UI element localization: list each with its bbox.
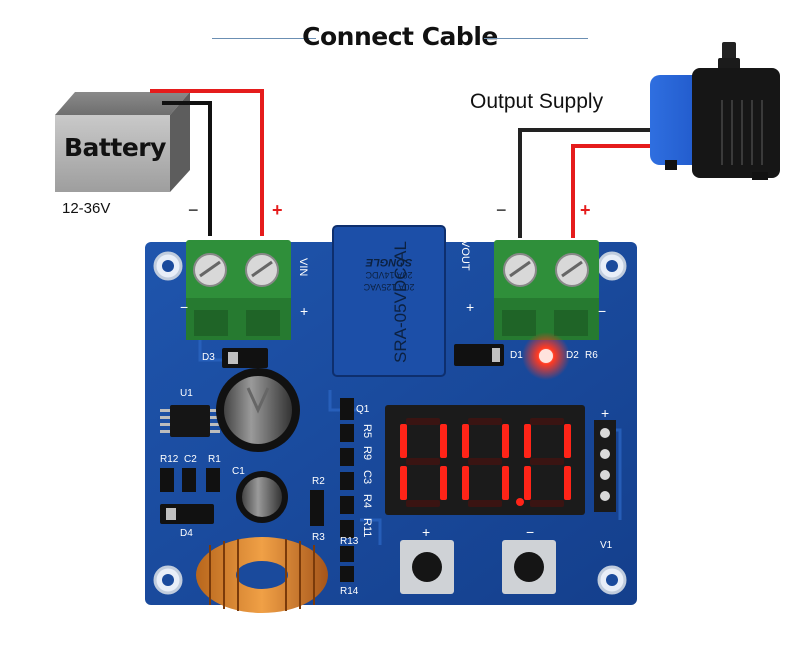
header-pins — [594, 420, 616, 512]
digit-3-segment-e — [524, 466, 531, 500]
input-terminal-block — [186, 240, 291, 340]
svg-text:−: − — [526, 524, 534, 540]
relay-brand: SONGLE — [365, 256, 413, 268]
relay-rating-1: 20A 14VDC — [365, 270, 413, 280]
digit-1-segment-a — [406, 418, 440, 425]
silkscreen-v1: V1 — [600, 540, 613, 551]
push-button-right[interactable] — [502, 540, 556, 594]
silkscreen-c3: C3 — [361, 470, 373, 484]
silkscreen-r1: R1 — [208, 454, 221, 465]
digit-1-segment-e — [400, 466, 407, 500]
digit-1-segment-c — [440, 466, 447, 500]
diode-d4 — [160, 504, 214, 524]
svg-text:+: + — [422, 524, 430, 540]
silkscreen-r12: R12 — [160, 454, 179, 465]
digit-2-segment-g — [468, 458, 502, 465]
digit-1-segment-g — [406, 458, 440, 465]
svg-text:+: + — [300, 303, 308, 319]
output-wires — [518, 128, 660, 238]
title-rule-left — [212, 38, 316, 39]
board-polarity-marks: − + + − + − + — [180, 299, 609, 540]
silkscreen-r13: R13 — [340, 536, 359, 547]
digit-3-segment-c — [564, 466, 571, 500]
digit-1-segment-d — [406, 500, 440, 507]
silkscreen-r4: R4 — [361, 494, 373, 508]
digit-2-segment-f — [462, 424, 469, 458]
seven-segment-display — [385, 405, 585, 515]
digit-2-segment-a — [468, 418, 502, 425]
page-title: Connect Cable — [302, 22, 498, 51]
silkscreen-c1: C1 — [232, 466, 245, 477]
digit-2-segment-e — [462, 466, 469, 500]
smd-components — [160, 398, 354, 582]
silkscreen-d3: D3 — [202, 352, 215, 363]
relay-model: SRA-05VDC-AL — [391, 241, 410, 363]
silkscreen-u1: U1 — [180, 388, 193, 399]
silkscreen-r3: R3 — [312, 532, 325, 543]
chip-u1 — [160, 405, 220, 437]
relay-rating-2: 20A 125VAC — [363, 282, 415, 292]
silkscreen-d2: D2 — [566, 350, 579, 361]
digit-3-segment-f — [524, 424, 531, 458]
digit-3-segment-b — [564, 424, 571, 458]
capacitor-large — [216, 368, 300, 452]
battery-label: Battery — [64, 133, 166, 162]
svg-text:−: − — [598, 303, 606, 319]
battery-plus-label: + — [272, 200, 283, 220]
svg-text:+: + — [466, 299, 474, 315]
push-button-left[interactable] — [400, 540, 454, 594]
silkscreen-r11: R11 — [361, 518, 373, 537]
digit-2-segment-d — [468, 500, 502, 507]
relay — [332, 225, 446, 377]
battery-voltage: 12-36V — [62, 200, 111, 217]
silkscreen-r2: R2 — [312, 476, 325, 487]
silkscreen-c2: C2 — [184, 454, 197, 465]
silkscreen-r14: R14 — [340, 586, 359, 597]
inductor-coil — [196, 537, 328, 613]
battery-minus-label: − — [188, 200, 199, 220]
output-plus-label: + — [580, 200, 591, 220]
silkscreen-d1: D1 — [510, 350, 523, 361]
svg-text:+: + — [601, 405, 609, 421]
title-banner: Connect Cable — [212, 20, 588, 56]
digit-2-segment-c — [502, 466, 509, 500]
digit-3-segment-g — [530, 458, 564, 465]
battery — [55, 92, 190, 192]
title-rule-right — [484, 38, 588, 39]
silkscreen-rotated: VIN VOUT R5 R9 C3 R4 R11 — [297, 240, 471, 537]
silkscreen-r5: R5 — [361, 424, 373, 438]
digit-1-segment-b — [440, 424, 447, 458]
output-minus-label: − — [496, 200, 507, 220]
digit-3-segment-d — [530, 500, 564, 507]
water-pump — [650, 42, 780, 180]
output-terminal-block — [494, 240, 599, 340]
silkscreen-d4: D4 — [180, 528, 193, 539]
output-supply-label: Output Supply — [470, 90, 604, 113]
relay-label: SONGLE 20A 14VDC 20A 125VAC — [333, 226, 445, 376]
digit-2-segment-b — [502, 424, 509, 458]
svg-text:−: − — [180, 299, 188, 315]
silkscreen-q1: Q1 — [356, 404, 370, 415]
silkscreen-vout_label: VOUT — [459, 240, 471, 271]
battery-wires — [150, 89, 264, 236]
digit-1-segment-f — [400, 424, 407, 458]
silkscreen: D3 D1 D2 R6 U1 R12 C2 R1 C1 R2 D4 R3 R13… — [160, 350, 613, 597]
silkscreen-r6: R6 — [585, 350, 598, 361]
power-led — [522, 332, 570, 380]
silkscreen-vin_label: VIN — [297, 258, 309, 276]
digit-3-segment-a — [530, 418, 564, 425]
silkscreen-r9: R9 — [361, 446, 373, 460]
diode-d3 — [222, 348, 268, 368]
diode-d1 — [454, 344, 504, 366]
capacitor-c1 — [236, 471, 288, 523]
